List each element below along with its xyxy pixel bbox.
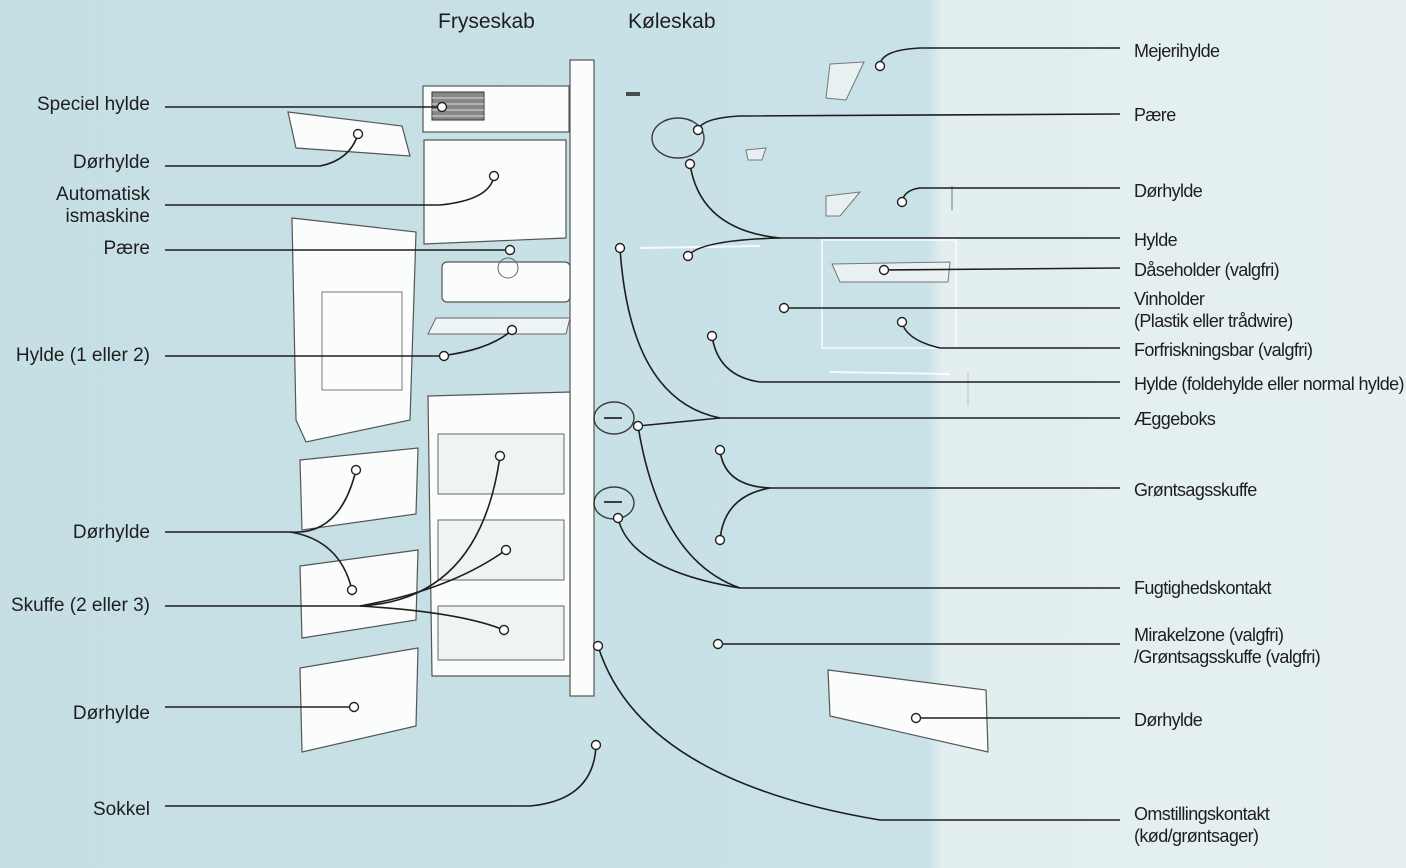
fridge-door-bin <box>828 670 988 752</box>
label-special-shelf: Speciel hylde <box>37 94 150 116</box>
label-can-holder: Dåseholder (valgfri) <box>1134 259 1279 281</box>
label-egg-box: Æggeboks <box>1134 408 1215 430</box>
label-shelf-right: Hylde <box>1134 229 1177 251</box>
label-vegetable-drawer: Grøntsagsskuffe <box>1134 479 1257 501</box>
label-door-shelf-2: Dørhylde <box>73 522 150 544</box>
fridge-heading: Køleskab <box>628 10 716 34</box>
label-dairy-shelf: Mejerihylde <box>1134 40 1219 62</box>
freezer-shelf-part <box>428 318 570 334</box>
freezer-drawers <box>428 392 570 676</box>
door-bin-2 <box>300 550 418 638</box>
label-base: Sokkel <box>93 799 150 821</box>
label-door-shelf-right-1: Dørhylde <box>1134 180 1202 202</box>
door-bin-3 <box>300 648 418 752</box>
label-refresh-bar: Forfriskningsbar (valgfri) <box>1134 339 1312 361</box>
door-bin-1 <box>300 448 418 530</box>
label-door-shelf-right-2: Dørhylde <box>1134 709 1202 731</box>
freezer-light-part <box>442 262 570 302</box>
label-door-shelf-1: Dørhylde <box>73 152 150 174</box>
label-bulb-right: Pære <box>1134 104 1176 126</box>
freezer-door-part <box>292 218 416 442</box>
label-bulb-left: Pære <box>104 238 150 260</box>
ice-maker-part <box>424 140 566 244</box>
label-humidity-switch: Fugtighedskontakt <box>1134 577 1271 599</box>
label-shelf-left: Hylde (1 eller 2) <box>16 345 150 367</box>
label-drawer: Skuffe (2 eller 3) <box>11 595 150 617</box>
center-divider <box>570 60 594 696</box>
label-door-shelf-3: Dørhylde <box>73 703 150 725</box>
label-miracle-zone: Mirakelzone (valgfri) /Grøntsagsskuffe (… <box>1134 624 1320 668</box>
label-shelf-folding: Hylde (foldehylde eller normal hylde) <box>1134 373 1404 395</box>
label-switch-meat-veg: Omstillingskontakt (kød/grøntsager) <box>1134 803 1269 847</box>
freezer-heading: Fryseskab <box>438 10 535 34</box>
label-ice-maker: Automatisk ismaskine <box>56 184 150 228</box>
fridge-parts <box>594 62 968 519</box>
label-wine-holder: Vinholder (Plastik eller trådwire) <box>1134 288 1293 332</box>
